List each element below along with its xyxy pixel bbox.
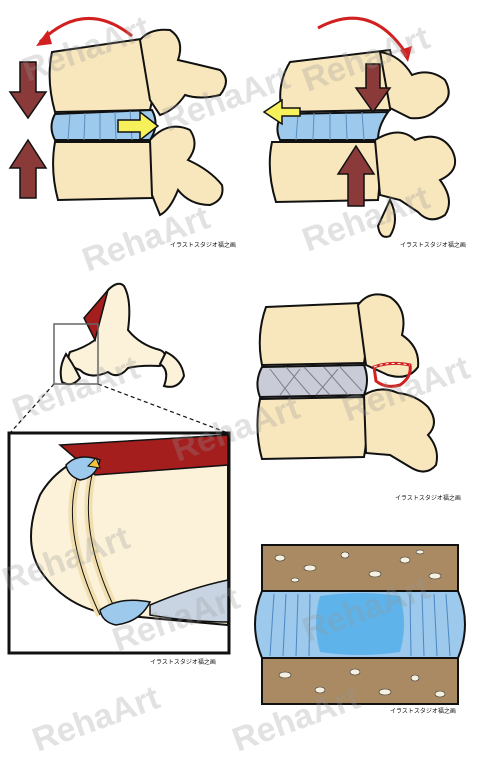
panel-flexion: イラストスタジオ福之画	[0, 0, 240, 250]
upper-vertebra	[48, 36, 156, 114]
nucleus-pulposus	[316, 593, 404, 655]
rotation-curve-arrow	[317, 16, 407, 53]
upper-spongy-bone	[261, 544, 459, 592]
lower-vertebra	[256, 395, 368, 461]
panel-disc-section: イラストスタジオ福之画	[240, 540, 480, 720]
credit-label: イラストスタジオ福之画	[150, 659, 216, 666]
joint-capsule-lower	[99, 599, 152, 626]
degeneration-diagram	[256, 293, 438, 473]
upper-processes	[138, 28, 227, 117]
lower-processes	[148, 125, 224, 217]
panel-degeneration: イラストスタジオ福之画	[240, 285, 480, 510]
ligament-overview	[83, 289, 109, 343]
upper-vertebra	[258, 301, 368, 367]
watermark-logo: RehaArt	[27, 678, 165, 760]
vertebra-overview	[67, 282, 166, 377]
nucleus-shift-arrow	[262, 98, 301, 126]
extension-diagram	[262, 16, 456, 238]
compression-up-arrow	[8, 138, 48, 199]
compression-up-arrow	[336, 144, 376, 207]
lower-spongy-bone	[261, 657, 459, 705]
nucleus-shift-arrow	[117, 110, 160, 142]
lower-processes	[362, 388, 438, 473]
disc-section-diagram	[254, 544, 466, 705]
upper-processes	[356, 293, 420, 378]
degenerated-disc	[256, 363, 368, 399]
credit-label: イラストスタジオ福之画	[395, 495, 461, 502]
lower-processes	[373, 131, 456, 221]
compression-down-arrow	[8, 61, 48, 120]
credit-label: イラストスタジオ福之画	[170, 242, 236, 249]
compression-down-arrow	[354, 63, 392, 114]
upper-processes	[378, 50, 450, 120]
facet-joint-diagram	[7, 282, 231, 655]
panel-facet-joint: イラストスタジオ福之画	[0, 270, 240, 670]
flexion-diagram	[8, 16, 227, 217]
credit-label: イラストスタジオ福之画	[400, 242, 466, 249]
zoom-indicator-box	[53, 323, 99, 385]
rotation-curve-arrow	[38, 16, 133, 44]
panel-extension: イラストスタジオ福之画	[240, 0, 480, 250]
lower-vertebra	[52, 141, 156, 202]
credit-label: イラストスタジオ福之画	[390, 708, 456, 715]
